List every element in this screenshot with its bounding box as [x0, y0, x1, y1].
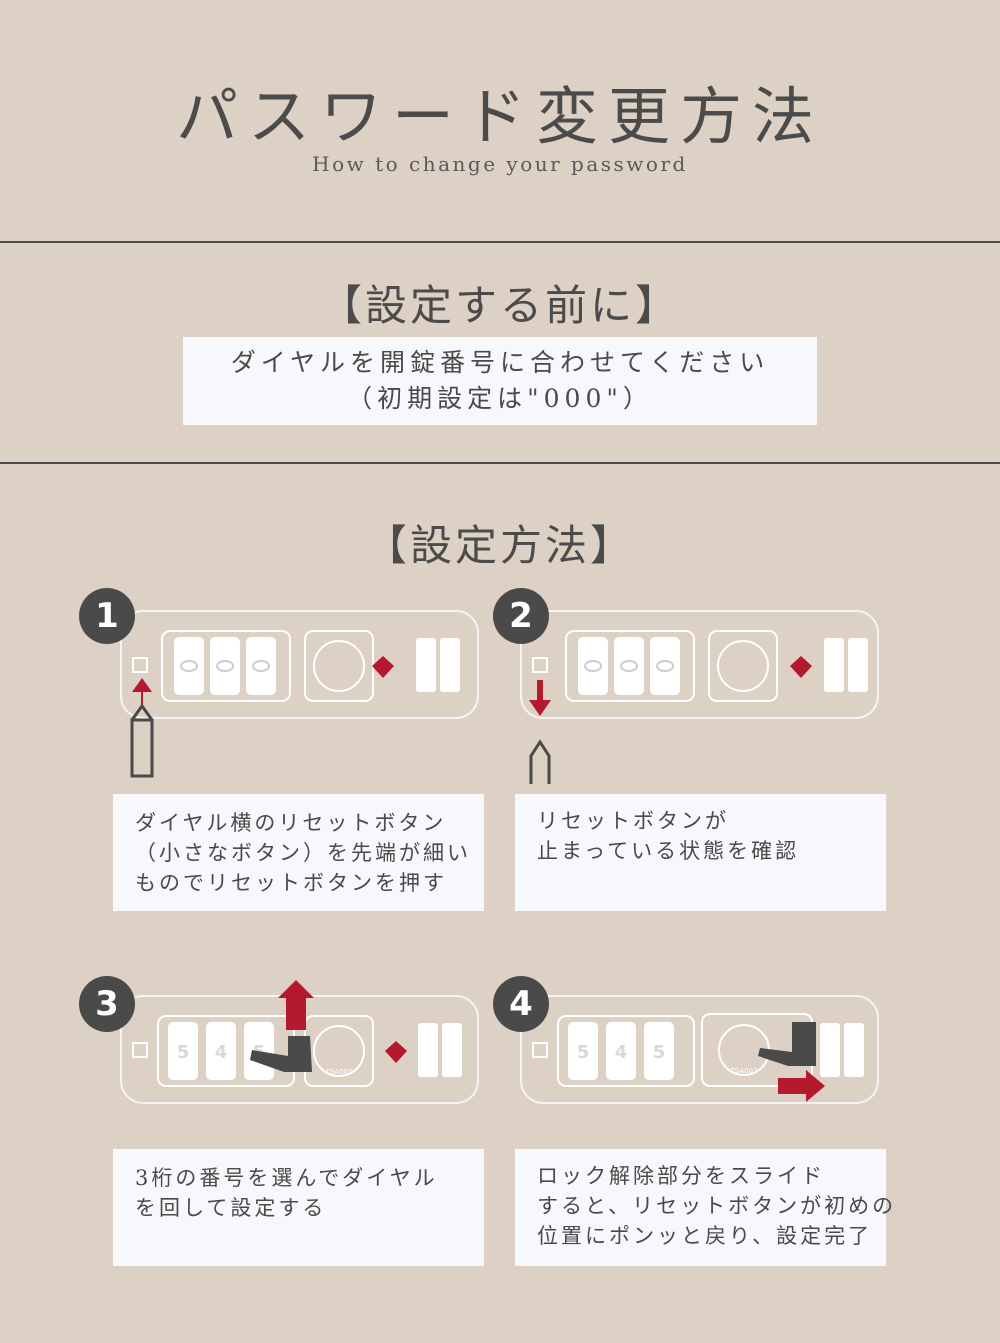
step-card: ロック解除部分をスライド すると、リセットボタンが初めの 位置にポンッと戻り、設…	[515, 1149, 897, 1266]
divider	[0, 241, 1000, 243]
step-card: リセットボタンが 止まっている状態を確認	[515, 794, 886, 911]
step-card: 3桁の番号を選んでダイヤル を回して設定する	[113, 1149, 484, 1266]
page-title: パスワード変更方法	[175, 80, 824, 153]
step-text: ダイヤル横のリセットボタン	[135, 811, 447, 835]
step-number-badge: 1	[79, 588, 135, 644]
method-heading: 【設定方法】	[364, 521, 635, 570]
step-text: を回して設定する	[135, 1196, 327, 1220]
lock-illustration	[120, 610, 479, 778]
step-number-badge: 2	[493, 588, 549, 644]
dial-digit: 4	[215, 1042, 228, 1063]
step-text: ものでリセットボタンを押す	[135, 871, 447, 895]
dial-digit: 5	[577, 1042, 590, 1063]
dial-digit: 5	[177, 1042, 190, 1063]
step-card: ダイヤル横のリセットボタン （小さなボタン）を先端が細い ものでリセットボタンを…	[113, 794, 484, 911]
notice-line: （初期設定は"000"）	[347, 384, 653, 413]
notice-line: ダイヤルを開錠番号に合わせてください	[230, 348, 770, 377]
step-number-badge: 4	[493, 976, 549, 1032]
dial-digit: 5	[653, 1042, 666, 1063]
lock-illustration: 5 4 5 TSA007	[520, 995, 879, 1104]
step-text: （小さなボタン）を先端が細い	[135, 841, 471, 865]
step-number-badge: 3	[79, 976, 135, 1032]
page-subtitle: How to change your password	[312, 152, 688, 176]
before-heading: 【設定する前に】	[319, 281, 680, 330]
tsa-label: TSA007	[325, 1068, 353, 1076]
divider	[0, 462, 1000, 464]
step-text: リセットボタンが	[537, 809, 729, 833]
step-text: 止まっている状態を確認	[537, 839, 800, 863]
lock-illustration	[520, 610, 879, 784]
lock-illustration: 5 4 5 TSA007	[120, 980, 479, 1104]
step-text: ロック解除部分をスライド	[537, 1164, 825, 1188]
step-text: すると、リセットボタンが初めの	[537, 1194, 897, 1218]
dial-digit: 4	[615, 1042, 628, 1063]
step-text: 3桁の番号を選んでダイヤル	[135, 1166, 438, 1190]
before-notice: ダイヤルを開錠番号に合わせてください （初期設定は"000"）	[183, 337, 817, 425]
step-text: 位置にポンッと戻り、設定完了	[537, 1224, 873, 1248]
tsa-label: TSA007	[730, 1067, 758, 1075]
